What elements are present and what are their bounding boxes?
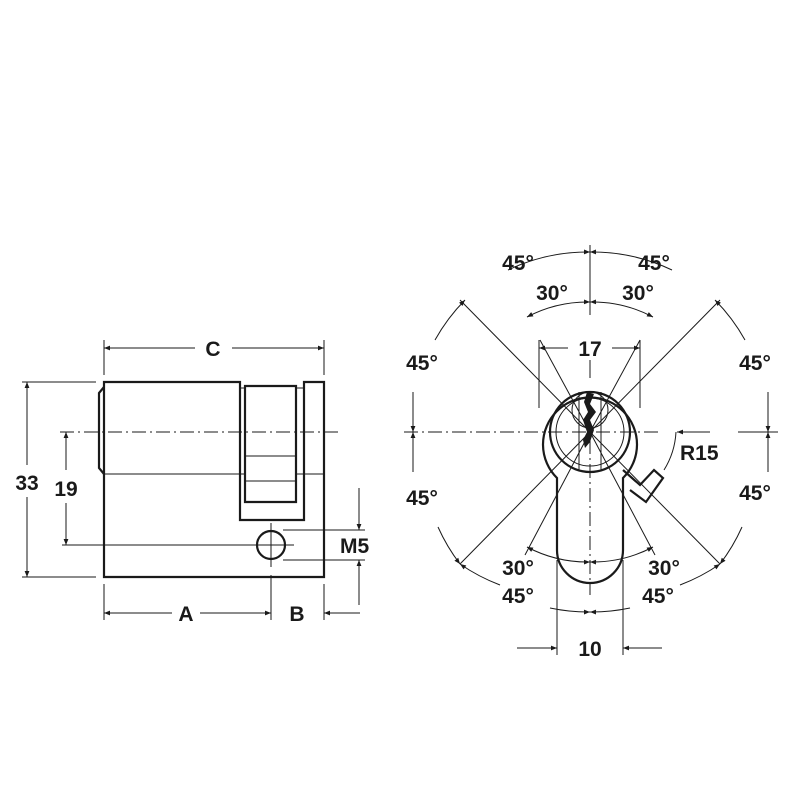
dim-thread-label: M5 — [340, 535, 369, 558]
angle-bottom-left-outer: 45° — [502, 585, 534, 608]
front-view: 45° 45° 30° 30° 17 45° 45° 45° 45° 30° 3… — [404, 245, 778, 661]
dim-b-label: B — [289, 603, 304, 626]
angle-left-lower: 45° — [406, 487, 438, 510]
angle-right-lower: 45° — [739, 482, 771, 505]
dim-radius: R15 — [680, 442, 719, 465]
dim-c-label: C — [205, 338, 220, 361]
angle-top-right-outer: 45° — [638, 252, 670, 275]
cylinder-body — [102, 380, 326, 579]
cam-tab — [622, 468, 665, 504]
angle-left-upper: 45° — [406, 352, 438, 375]
angle-top-right-inner: 30° — [622, 282, 654, 305]
side-view: C 33 19 M5 A B — [15, 338, 369, 626]
angle-right-upper: 45° — [739, 352, 771, 375]
angle-bottom-right-outer: 45° — [642, 585, 674, 608]
angle-bottom-left-inner: 30° — [502, 557, 534, 580]
dim-width-bottom: 10 — [578, 638, 601, 661]
dim-a-label: A — [178, 603, 193, 626]
keyway-icon — [583, 392, 596, 448]
angle-top-left-inner: 30° — [536, 282, 568, 305]
dim-height-label: 33 — [15, 472, 38, 495]
angle-top-left-outer: 45° — [502, 252, 534, 275]
dim-width-top: 17 — [578, 338, 601, 361]
cam — [243, 384, 298, 504]
cylinder-profile — [541, 396, 639, 585]
angle-bottom-right-inner: 30° — [648, 557, 680, 580]
front-collar — [97, 386, 105, 475]
dim-axis-label: 19 — [54, 478, 77, 501]
